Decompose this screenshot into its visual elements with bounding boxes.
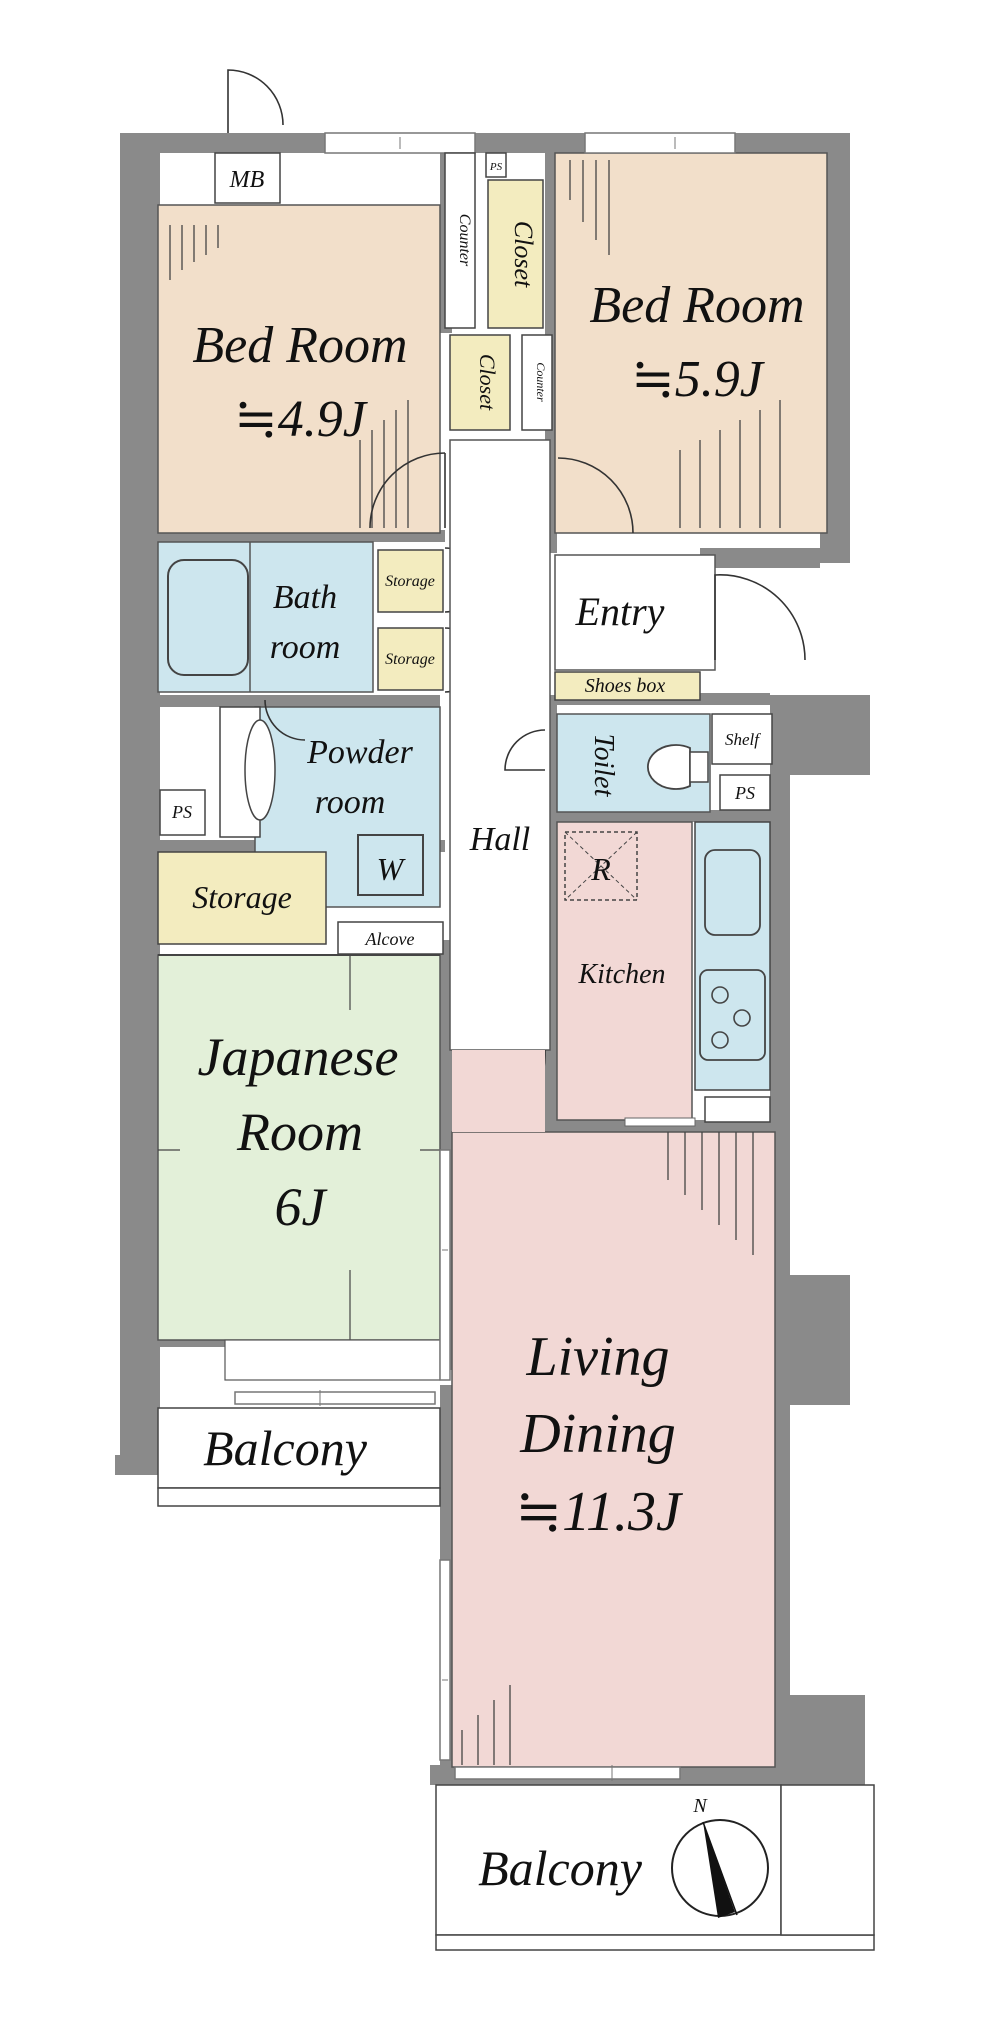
- balcony-south: Balcony: [435, 1784, 875, 1951]
- shoes-box-label: Shoes box: [585, 675, 666, 697]
- bathtub-icon: [167, 559, 249, 676]
- bedroom-east-name: Bed Room: [589, 277, 804, 334]
- powder-label-1: Powder: [306, 734, 414, 771]
- room-bedroom-west: Bed Room ≒4.9J: [157, 204, 446, 534]
- bedroom-east-hatching: [569, 160, 781, 528]
- washbasin-icon: [244, 719, 276, 821]
- sink-icon: [704, 849, 761, 936]
- balcony-west-label: Balcony: [203, 1420, 368, 1476]
- ps-left-label: PS: [171, 802, 192, 822]
- living-label-1: Living: [525, 1326, 669, 1388]
- balcony-west: Balcony: [157, 1407, 441, 1507]
- room-bedroom-east: Bed Room ≒5.9J: [554, 152, 828, 534]
- living-label-2: Dining: [519, 1403, 676, 1465]
- stove-icon: [699, 969, 766, 1061]
- storage-bath-1: Storage: [377, 549, 444, 613]
- washing-machine: [357, 834, 424, 896]
- bedroom-west-door[interactable]: [369, 452, 446, 529]
- closet-upper-label: Closet: [509, 221, 538, 288]
- balcony-south-label: Balcony: [478, 1840, 643, 1896]
- room-kitchen: R Kitchen: [556, 821, 771, 1127]
- mb-label: MB: [229, 167, 265, 193]
- ps-toilet: PS: [719, 774, 771, 811]
- ps-left: PS: [159, 789, 206, 836]
- shelf-label: Shelf: [725, 730, 761, 749]
- room-bathroom: Bath room: [157, 541, 374, 693]
- storage-bath-2: Storage: [377, 627, 444, 691]
- compass-north-label: N: [692, 1795, 708, 1817]
- windows-top: [324, 132, 736, 154]
- powder-label-2: room: [315, 784, 386, 821]
- ps-top: PS: [485, 152, 507, 178]
- bathroom-label-1: Bath: [273, 579, 337, 616]
- storage-main: Storage: [157, 851, 327, 945]
- compass: N: [671, 1795, 769, 1918]
- counter-right: Counter: [521, 334, 553, 431]
- storage-bath-2-label: Storage: [385, 651, 435, 668]
- hall: Hall: [449, 439, 551, 1141]
- bedroom-west-size: ≒4.9J: [234, 391, 369, 448]
- alcove-label: Alcove: [365, 929, 415, 949]
- mb-door[interactable]: [227, 69, 284, 133]
- kitchen-label: Kitchen: [577, 959, 665, 990]
- japanese-label-2: Room: [236, 1102, 363, 1162]
- fridge-label: R: [590, 851, 611, 887]
- closet-lower-label: Closet: [475, 354, 500, 411]
- living-hatching: [461, 1132, 754, 1765]
- shelf: Shelf: [711, 713, 773, 765]
- bedroom-east-size: ≒5.9J: [631, 351, 766, 408]
- hall-label: Hall: [469, 821, 530, 858]
- bedroom-east-door[interactable]: [557, 457, 634, 534]
- storage-main-label: Storage: [192, 879, 292, 915]
- room-japanese: Japanese Room 6J: [157, 954, 441, 1406]
- bathroom-label-2: room: [270, 629, 341, 666]
- counter-left-label: Counter: [456, 214, 473, 267]
- entry-label: Entry: [575, 589, 665, 634]
- ps-toilet-label: PS: [734, 783, 755, 803]
- room-powder: Powder room W: [219, 699, 441, 908]
- toilet-icon: [647, 744, 691, 790]
- room-toilet: Toilet: [504, 713, 711, 813]
- toilet-label: Toilet: [588, 734, 619, 798]
- shoes-box: Shoes box: [554, 671, 701, 701]
- entrance-door[interactable]: [714, 574, 806, 661]
- ps-top-label: PS: [489, 161, 503, 173]
- storage-bath-1-label: Storage: [385, 573, 435, 590]
- meter-box: MB: [214, 69, 284, 204]
- room-living-dining: Living Dining ≒11.3J: [439, 1050, 776, 1781]
- entry: Entry: [554, 554, 806, 671]
- alcove: Alcove: [337, 921, 444, 955]
- counter-left: Counter: [444, 152, 476, 329]
- bedroom-west-name: Bed Room: [192, 317, 407, 374]
- japanese-label-3: 6J: [275, 1177, 329, 1237]
- closet-upper: Closet: [487, 179, 544, 329]
- closet-lower: Closet: [449, 334, 511, 431]
- japanese-label-1: Japanese: [198, 1027, 399, 1087]
- living-label-3: ≒11.3J: [515, 1481, 684, 1543]
- washer-label: W: [377, 851, 407, 887]
- counter-right-label: Counter: [534, 362, 548, 402]
